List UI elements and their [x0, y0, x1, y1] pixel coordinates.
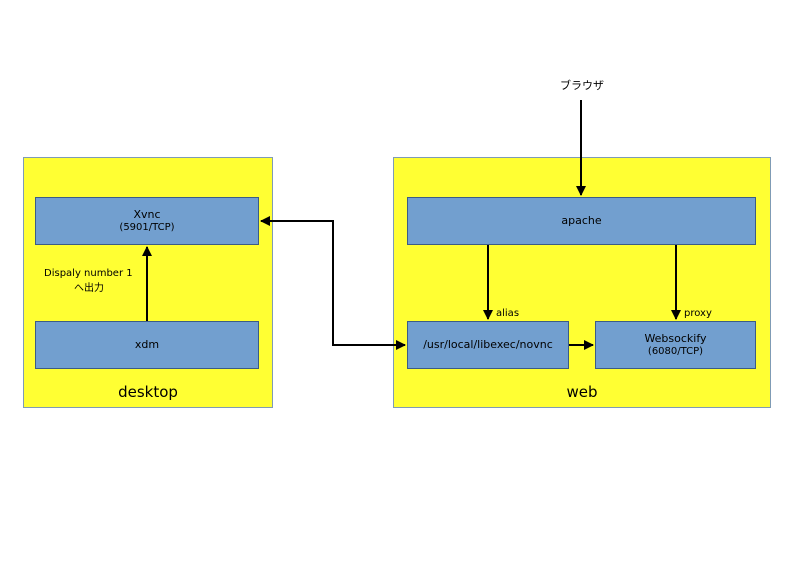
- proxy-label: proxy: [684, 308, 712, 319]
- websockify-node: Websockify (6080/TCP): [595, 321, 756, 369]
- alias-label: alias: [496, 308, 520, 319]
- browser-label: ブラウザ: [560, 79, 604, 92]
- xvnc-node: Xvnc (5901/TCP): [35, 197, 259, 245]
- xdm-label: xdm: [134, 338, 160, 351]
- websockify-port: (6080/TCP): [647, 346, 704, 357]
- xvnc-label: Xvnc: [133, 208, 161, 221]
- display-output-label: へ出力: [74, 283, 104, 294]
- novnc-label: /usr/local/libexec/novnc: [423, 338, 553, 351]
- web-label: web: [566, 383, 598, 401]
- display-number-label: Dispaly number 1: [44, 268, 133, 279]
- desktop-label: desktop: [118, 383, 178, 401]
- novnc-node: /usr/local/libexec/novnc: [407, 321, 569, 369]
- xdm-node: xdm: [35, 321, 259, 369]
- apache-label: apache: [561, 214, 602, 227]
- apache-node: apache: [407, 197, 756, 245]
- edge-xvnc-novnc-bidirectional: [260, 216, 406, 350]
- xvnc-port: (5901/TCP): [119, 222, 175, 233]
- websockify-label: Websockify: [644, 332, 707, 345]
